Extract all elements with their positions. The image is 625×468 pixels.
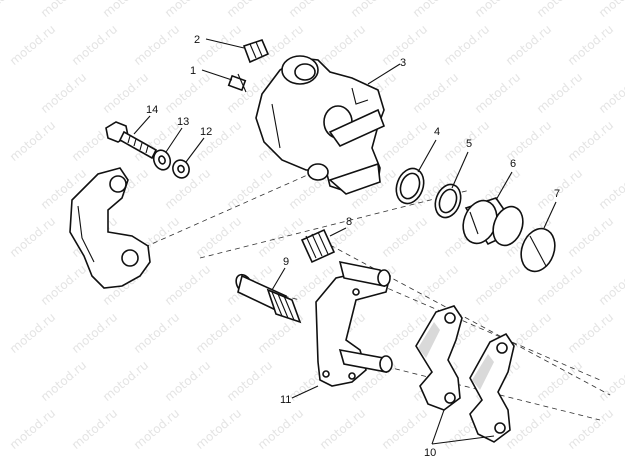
callout-1: 1	[190, 65, 196, 77]
callout-4: 4	[434, 126, 440, 138]
set-screw-2	[242, 39, 270, 64]
brake-pad-inner	[415, 305, 463, 411]
callout-10: 10	[424, 447, 436, 459]
leader-lines	[133, 38, 557, 445]
pin-9	[235, 273, 302, 324]
callout-11: 11	[280, 394, 291, 406]
callout-13: 13	[177, 116, 189, 128]
bleeder-screw-1	[227, 73, 247, 93]
piston-6	[462, 197, 524, 247]
support-bracket-11	[315, 260, 393, 387]
callout-3: 3	[400, 57, 406, 69]
seal-5	[434, 183, 462, 219]
callout-12: 12	[200, 126, 212, 138]
callout-6: 6	[510, 158, 516, 170]
brake-pad-outer	[469, 332, 515, 443]
callout-2: 2	[194, 34, 200, 46]
mounting-bracket	[69, 167, 151, 289]
callout-8: 8	[346, 216, 352, 228]
seal-4	[395, 167, 425, 205]
callout-labels: 2 1 3 4 5 6 7 8 9 10 11 12 13 14	[146, 34, 560, 459]
washer-12	[172, 159, 190, 179]
callout-7: 7	[554, 188, 560, 200]
cap-7	[520, 227, 556, 273]
boot-8	[300, 228, 336, 264]
caliper-body-3	[255, 55, 386, 195]
callout-5: 5	[466, 138, 472, 150]
bolt-14	[105, 121, 158, 160]
callout-9: 9	[283, 256, 289, 268]
washer-13	[152, 149, 172, 171]
callout-14: 14	[146, 104, 158, 116]
